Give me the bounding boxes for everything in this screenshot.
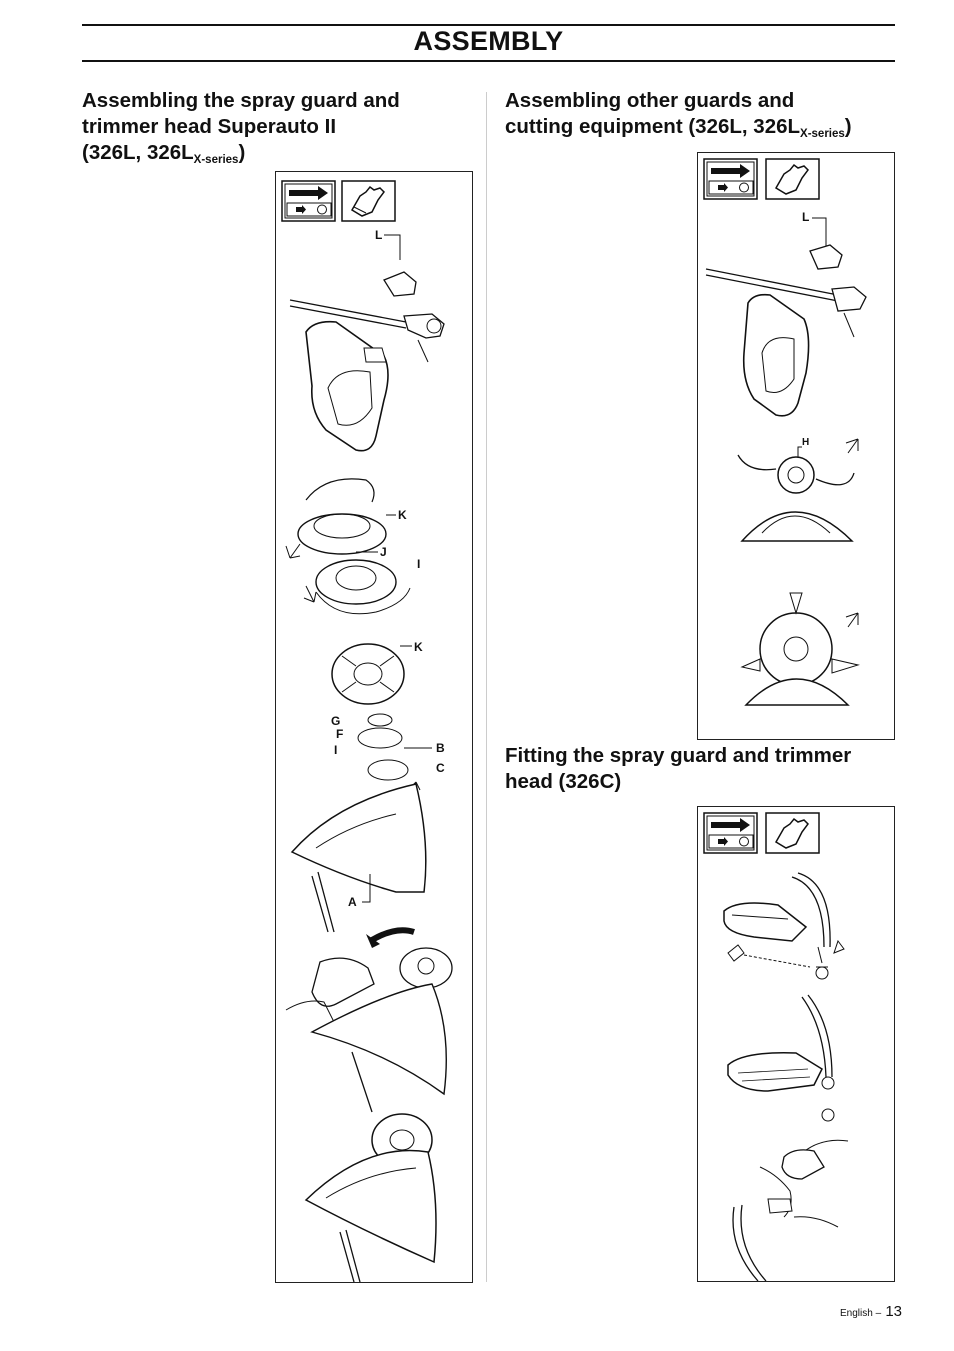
label-G: G [331, 714, 340, 728]
stop-arrow-icon [281, 180, 336, 222]
label-L-right: L [802, 210, 809, 224]
label-I1: I [417, 557, 420, 571]
label-H: H [802, 437, 809, 448]
left-illustration: L K J I K G F I B [281, 180, 453, 1282]
protective-glove-icon [341, 180, 396, 222]
stop-arrow-icon [703, 158, 758, 200]
top-rule [82, 24, 895, 26]
right-bottom-illustration [703, 812, 849, 1281]
label-I2: I [334, 743, 337, 757]
illustration-panel-right-top: L H [697, 152, 895, 740]
illustration-panel-right-bottom [697, 806, 895, 1282]
stop-arrow-icon [703, 812, 758, 854]
protective-glove-icon [765, 812, 820, 854]
label-J: J [380, 545, 387, 559]
label-A: A [348, 895, 357, 909]
label-F: F [336, 727, 343, 741]
label-K1: K [398, 508, 407, 522]
column-divider [486, 92, 487, 1282]
protective-glove-icon [765, 158, 820, 200]
page-footer: English – 13 [840, 1303, 902, 1320]
footer-language: English – [840, 1308, 882, 1319]
label-K2: K [414, 640, 423, 654]
section-heading-right-top: Assembling other guards and cutting equi… [505, 89, 852, 140]
right-top-illustration: L H [703, 158, 867, 706]
label-C: C [436, 761, 445, 775]
section-heading-right-bottom: Fitting the spray guard and trimmer head… [505, 744, 852, 793]
label-B: B [436, 741, 445, 755]
page-title: ASSEMBLY [413, 26, 564, 56]
label-L: L [375, 228, 382, 242]
title-rule [82, 60, 895, 62]
page-number: 13 [885, 1303, 902, 1320]
illustration-panel-left: L K J I K G F I B [275, 171, 473, 1283]
section-heading-left: Assembling the spray guard and trimmer h… [82, 89, 400, 166]
